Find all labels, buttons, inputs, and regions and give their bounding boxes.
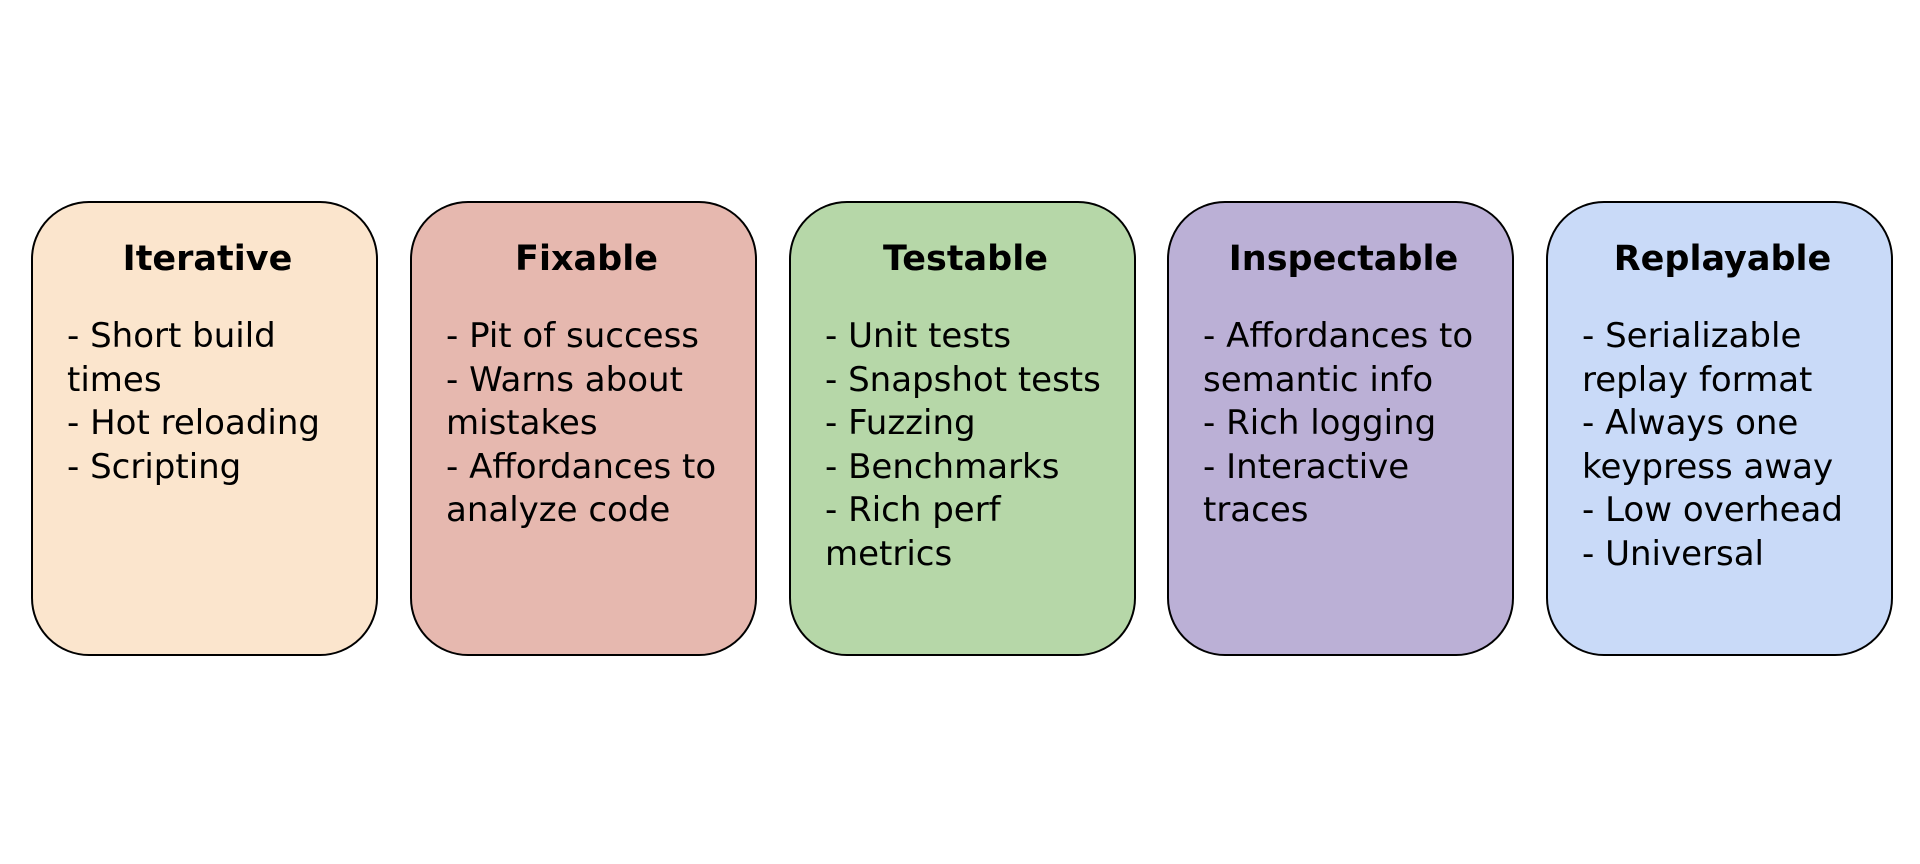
card-title: Testable <box>883 239 1048 279</box>
card-iterative: Iterative - Short build times - Hot relo… <box>31 201 378 656</box>
card-item: - Short build times <box>67 316 276 400</box>
card-item: - Hot reloading <box>67 403 320 443</box>
card-item: - Scripting <box>67 446 242 487</box>
card-title: Inspectable <box>1228 239 1459 279</box>
card-item: - Affordances to semantic info <box>1203 316 1474 400</box>
card-item: - Warns about mistakes <box>446 359 683 444</box>
card-item: - Serializable replay format <box>1582 316 1813 400</box>
card-item: - Unit tests <box>825 316 1012 356</box>
card-item: - Universal <box>1582 533 1764 574</box>
card-item: - Always one keypress away <box>1582 403 1834 487</box>
card-item: - Fuzzing <box>825 403 976 443</box>
card-item: - Interactive traces <box>1203 446 1410 531</box>
card-title: Fixable <box>515 239 658 279</box>
card-testable: Testable - Unit tests - Snapshot tests -… <box>789 201 1136 656</box>
card-item-list: - Serializable replay format - Always on… <box>1582 315 1863 576</box>
card-inspectable: Inspectable - Affordances to semantic in… <box>1167 201 1514 656</box>
card-item: - Benchmarks <box>825 446 1060 487</box>
card-item: - Affordances to analyze code <box>446 446 717 531</box>
card-replayable: Replayable - Serializable replay format … <box>1546 201 1893 656</box>
card-item: - Snapshot tests <box>825 359 1101 400</box>
card-fixable: Fixable - Pit of success - Warns about m… <box>410 201 757 656</box>
card-item-list: - Unit tests - Snapshot tests - Fuzzing … <box>825 315 1106 576</box>
card-item: - Low overhead <box>1582 490 1843 530</box>
card-item-list: - Pit of success - Warns about mistakes … <box>446 315 727 533</box>
card-item: - Rich logging <box>1203 403 1437 443</box>
card-item-list: - Short build times - Hot reloading - Sc… <box>67 315 348 489</box>
card-title: Iterative <box>122 239 293 279</box>
card-item: - Pit of success <box>446 316 699 356</box>
card-item-list: - Affordances to semantic info - Rich lo… <box>1203 315 1484 533</box>
card-item: - Rich perf metrics <box>825 490 1001 574</box>
card-title: Replayable <box>1613 239 1832 279</box>
